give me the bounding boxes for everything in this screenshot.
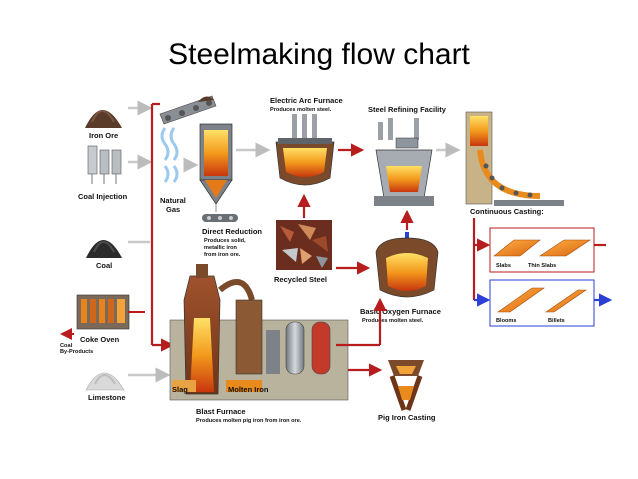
electric-arc-furnace-icon <box>275 114 335 186</box>
conveyor-icon <box>159 95 217 125</box>
eaf-desc: Produces molten steel. <box>270 107 332 113</box>
coke-oven-label: Coke Oven <box>80 335 120 344</box>
blooms-panel <box>489 279 595 327</box>
bof-desc: Produces molten steel. <box>362 318 424 324</box>
coke-oven-icon <box>76 294 130 330</box>
page-title: Steelmaking flow chart <box>168 38 470 71</box>
direct-reduction-desc-2: metallic iron <box>204 245 238 251</box>
recycled-steel-label: Recycled Steel <box>274 275 327 284</box>
limestone-icon <box>85 372 125 391</box>
direct-reduction-label: Direct Reduction <box>202 227 262 236</box>
coal-label: Coal <box>96 261 112 270</box>
billets-label: Billets <box>548 318 565 324</box>
coal-injection-icon <box>87 145 122 184</box>
bof-label: Basic Oxygen Furnace <box>360 307 441 316</box>
continuous-casting-icon <box>465 111 564 206</box>
limestone-label: Limestone <box>88 393 126 402</box>
blast-furnace-desc: Produces molten pig iron from iron ore. <box>196 418 302 424</box>
blast-furnace-label: Blast Furnace <box>196 407 246 416</box>
natural-gas-label-1: Natural <box>160 196 186 205</box>
direct-reduction-icon <box>199 123 238 222</box>
blooms-label: Blooms <box>496 318 517 324</box>
iron-ore-icon <box>85 110 122 128</box>
iron-ore-label: Iron Ore <box>89 131 118 140</box>
continuous-casting-label: Continuous Casting: <box>470 207 544 216</box>
recycled-steel-icon <box>276 220 332 270</box>
slabs-label: Slabs <box>496 263 511 269</box>
slabs-panel <box>489 227 595 273</box>
steel-refining-icon <box>374 118 434 206</box>
natural-gas-icon <box>160 127 179 183</box>
refining-label: Steel Refining Facility <box>368 105 447 114</box>
molten-iron-label: Molten Iron <box>228 385 269 394</box>
coal-icon <box>86 240 122 258</box>
direct-reduction-desc-3: from iron ore. <box>204 252 241 258</box>
pig-iron-casting-label: Pig Iron Casting <box>378 413 436 422</box>
thin-slabs-label: Thin Slabs <box>528 263 556 269</box>
slag-label: Slag <box>172 385 188 394</box>
eaf-label: Electric Arc Furnace <box>270 96 343 105</box>
blast-furnace-icon <box>169 264 349 401</box>
pig-iron-casting-icon <box>388 360 424 411</box>
direct-reduction-desc-1: Produces solid, <box>204 238 246 244</box>
raw-material-feed-lines <box>60 100 171 383</box>
basic-oxygen-furnace-icon <box>375 232 439 298</box>
natural-gas-label-2: Gas <box>166 205 180 214</box>
coal-injection-label: Coal Injection <box>78 192 128 201</box>
